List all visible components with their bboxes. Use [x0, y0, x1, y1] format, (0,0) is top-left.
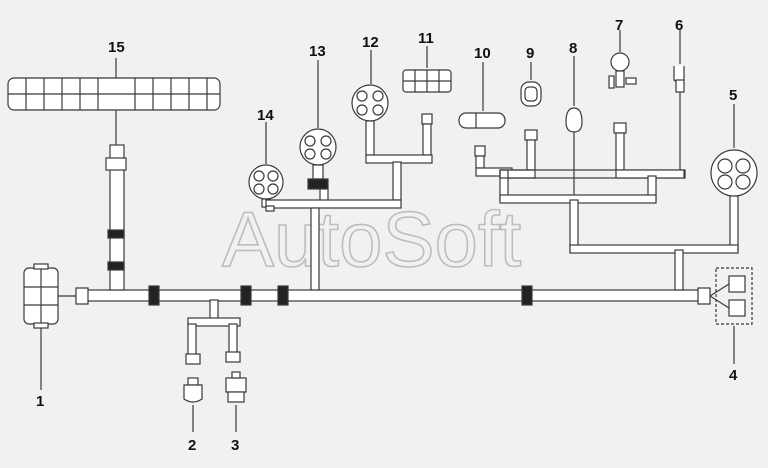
component-8-bulb	[565, 107, 583, 200]
trunk-clamp	[277, 285, 289, 306]
label-7: 7	[615, 17, 623, 34]
component-15-display-panel	[7, 58, 221, 291]
component-3-sensor-plug	[225, 371, 247, 403]
trunk-clamp	[521, 285, 533, 306]
label-3: 3	[231, 437, 239, 454]
branch-upper-left	[265, 154, 433, 291]
label-2: 2	[188, 437, 196, 454]
label-1: 1	[36, 393, 44, 410]
component-10-lamp	[458, 112, 506, 169]
component-4-connector-block	[697, 267, 753, 325]
label-6: 6	[675, 17, 683, 34]
component-2-sensor-plug	[183, 377, 203, 403]
trunk-clamp	[148, 285, 160, 306]
leader-lines	[40, 30, 735, 432]
component-11-block-connector	[402, 69, 452, 156]
component-9-sensor	[520, 81, 542, 171]
component-1-main-connector	[23, 263, 89, 329]
label-13: 13	[309, 43, 326, 60]
label-9: 9	[526, 45, 534, 62]
label-11: 11	[418, 30, 434, 47]
label-5: 5	[729, 87, 737, 104]
trunk-clamp	[240, 285, 252, 306]
label-4: 4	[729, 367, 738, 384]
component-13-round-connector	[299, 128, 337, 190]
label-15: 15	[108, 39, 125, 56]
branch-lower	[185, 299, 241, 365]
label-8: 8	[569, 40, 577, 57]
branch-upper-right	[475, 167, 739, 291]
label-10: 10	[474, 45, 491, 62]
component-7-switch	[608, 52, 637, 172]
label-12: 12	[362, 34, 379, 51]
component-12-round-connector	[351, 84, 389, 156]
label-14: 14	[257, 107, 274, 124]
component-6-terminal	[673, 66, 685, 172]
component-5-round-connector	[710, 149, 758, 251]
main-harness-trunk	[83, 289, 701, 302]
